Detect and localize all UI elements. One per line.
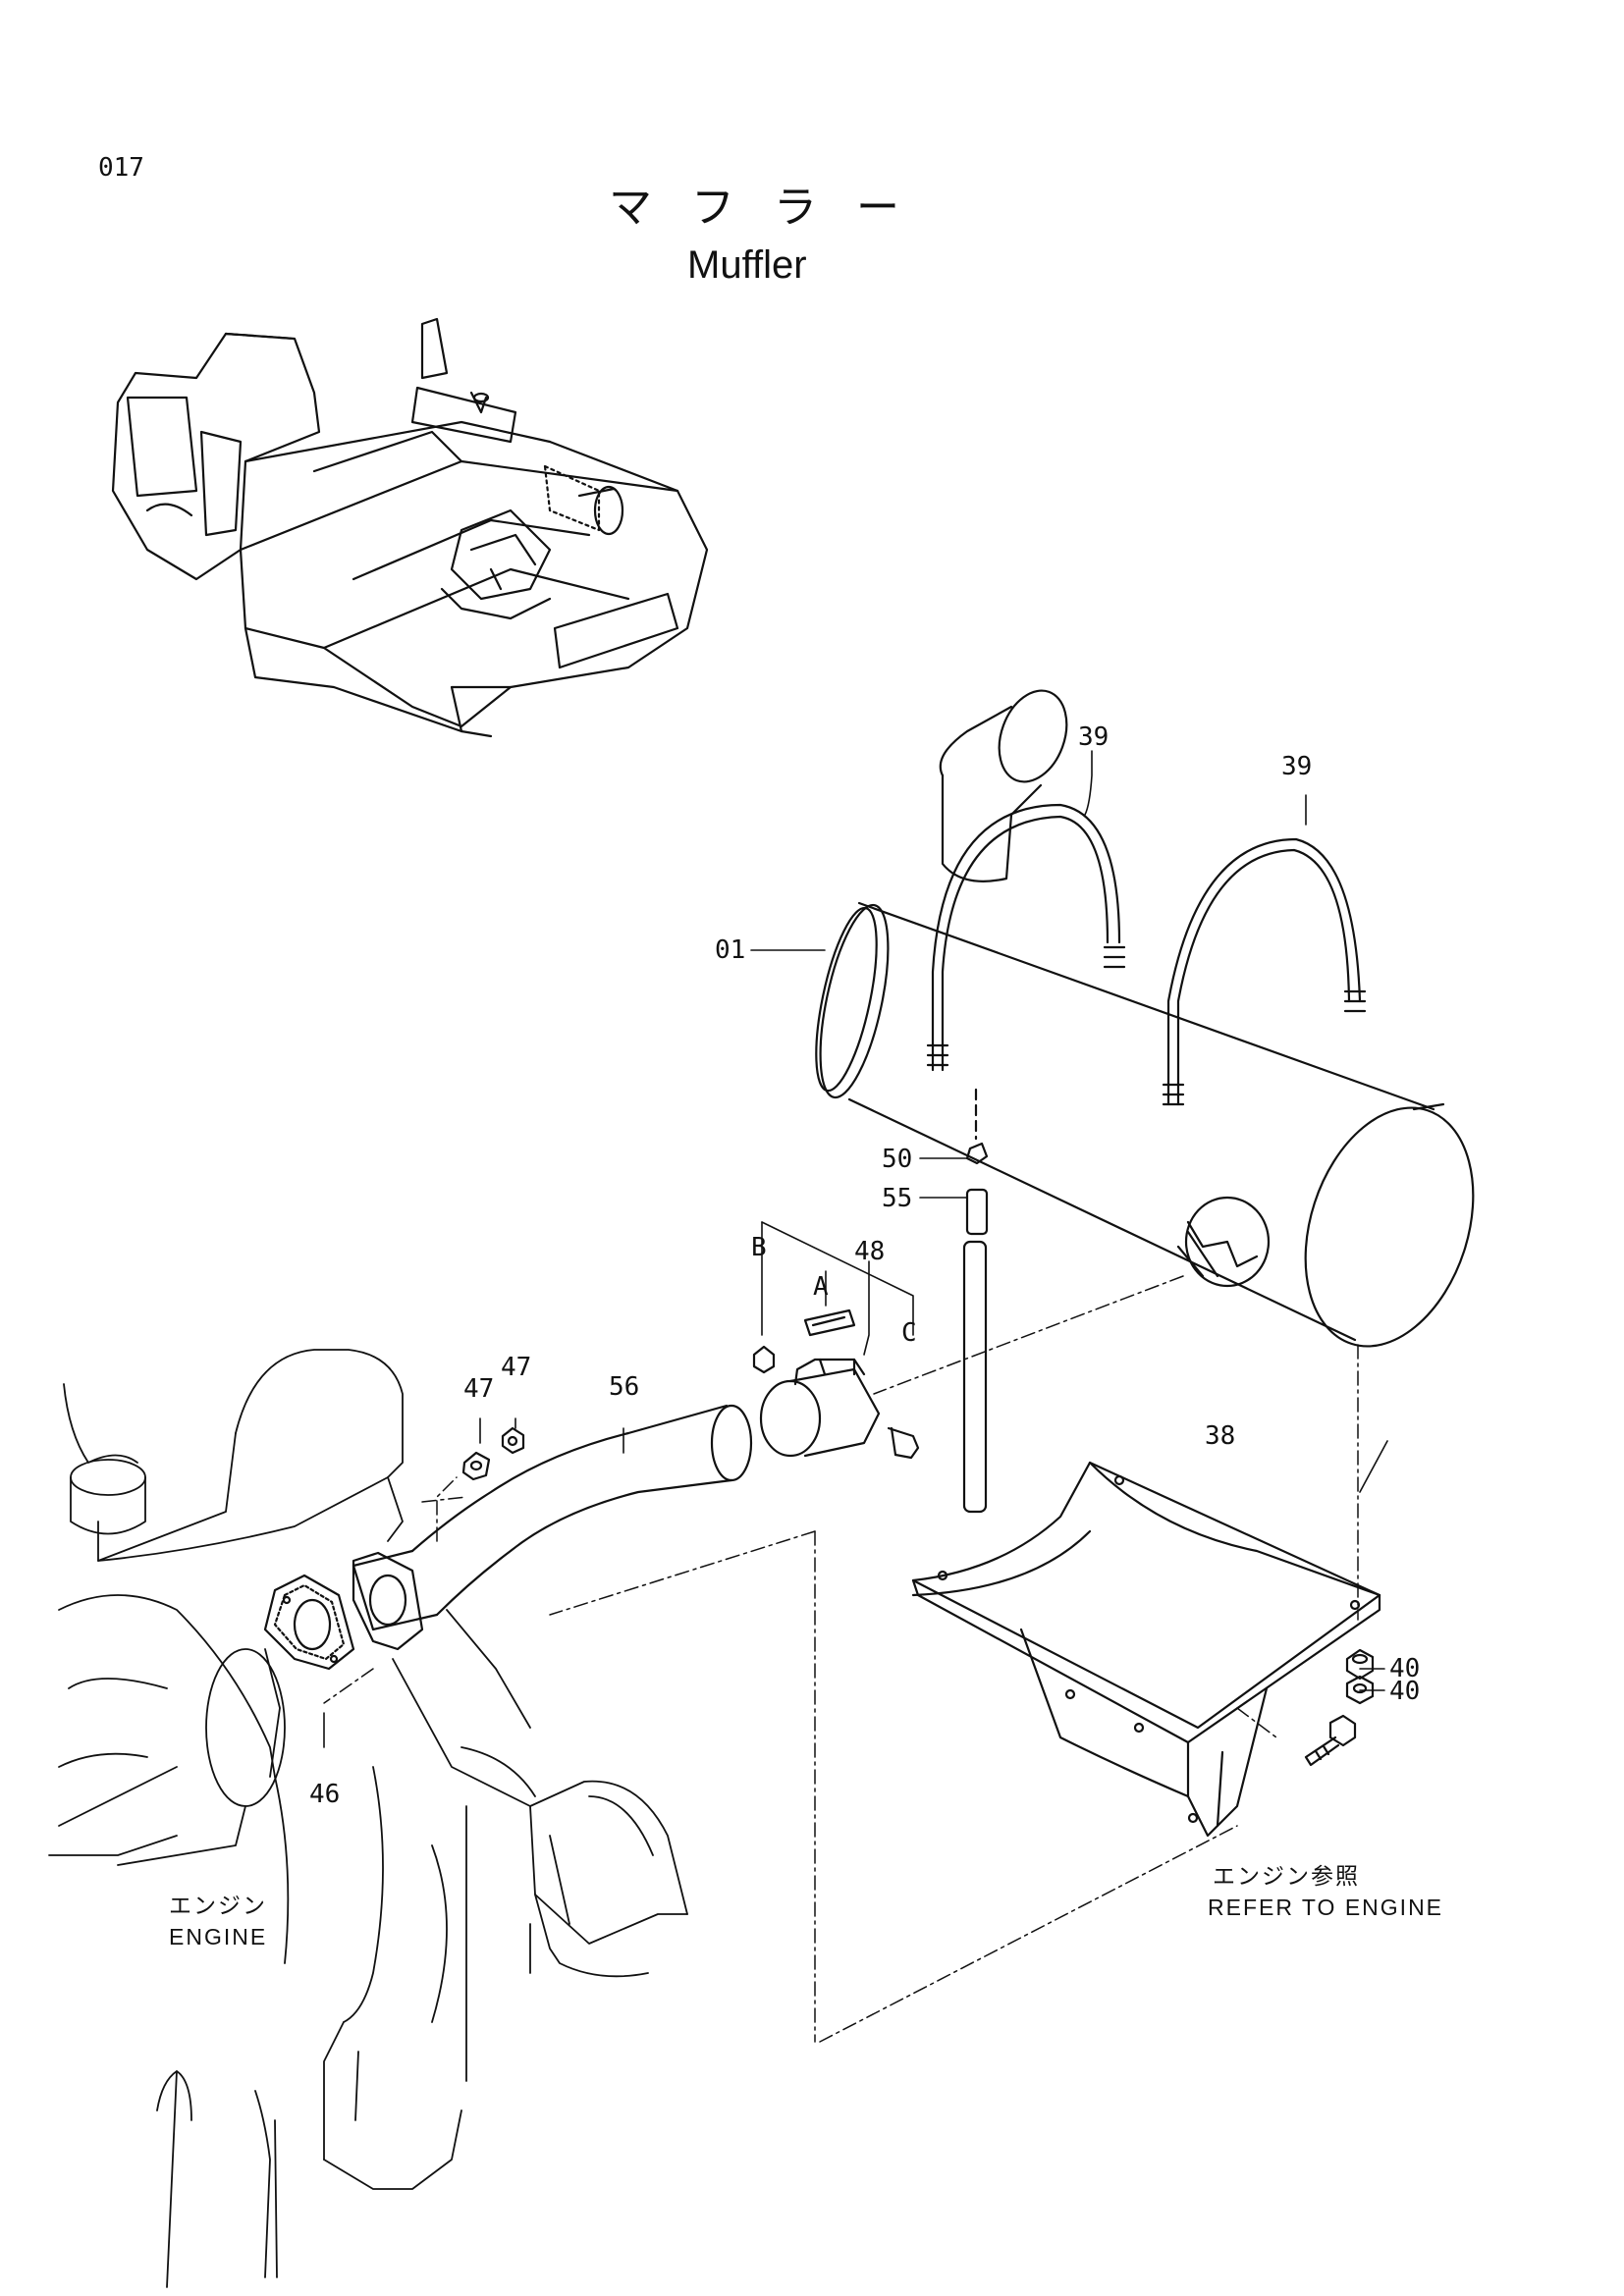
callout-39-u-bolt: 39	[1078, 722, 1110, 752]
refer-to-engine-english: REFER TO ENGINE	[1208, 1895, 1444, 1920]
excavator-overview-illustration	[113, 319, 707, 736]
page-number: 017	[98, 153, 144, 183]
exhaust-pipe	[353, 1406, 751, 1629]
alignment-centerlines	[324, 1276, 1358, 2042]
callout-50-nut: 50	[882, 1145, 913, 1174]
page-title-japanese: マフラー	[609, 183, 939, 233]
gasket-flange	[265, 1553, 422, 1669]
drain-tube-assembly	[964, 1090, 987, 1512]
engine-label-english: ENGINE	[169, 1924, 268, 1949]
callout-56-exhaust-pipe: 56	[609, 1372, 640, 1402]
leader-lines	[324, 751, 1387, 1747]
u-bolt-front	[928, 805, 1124, 1070]
callout-01-muffler: 01	[715, 935, 746, 965]
callout-55-tube: 55	[882, 1184, 913, 1213]
callout-48-clamp: 48	[854, 1237, 886, 1266]
mounting-bolt	[1306, 1716, 1355, 1765]
nuts-47	[463, 1428, 523, 1479]
engine-outline	[49, 1350, 687, 2287]
muffler-body	[804, 681, 1502, 1368]
u-bolt-rear	[1164, 839, 1365, 1104]
callout-47-nut: 47	[463, 1374, 495, 1404]
muffler-bracket	[913, 1463, 1380, 1836]
callout-b: B	[751, 1233, 767, 1262]
callout-a: A	[813, 1272, 829, 1302]
callout-40-nut-second: 40	[1389, 1677, 1421, 1706]
nuts-40	[1347, 1650, 1373, 1703]
page-title-english: Muffler	[687, 243, 807, 287]
refer-to-engine-japanese: エンジン参照	[1213, 1863, 1360, 1889]
callout-39-u-bolt-rear: 39	[1281, 752, 1313, 781]
callout-c: C	[901, 1318, 917, 1348]
engine-label-japanese: エンジン	[169, 1893, 267, 1918]
callout-38-bracket: 38	[1205, 1421, 1236, 1451]
callout-47-nut-second: 47	[501, 1353, 532, 1382]
callout-40-nut: 40	[1389, 1654, 1421, 1683]
callout-46-gasket: 46	[309, 1780, 341, 1809]
clamp-assembly	[754, 1310, 918, 1458]
